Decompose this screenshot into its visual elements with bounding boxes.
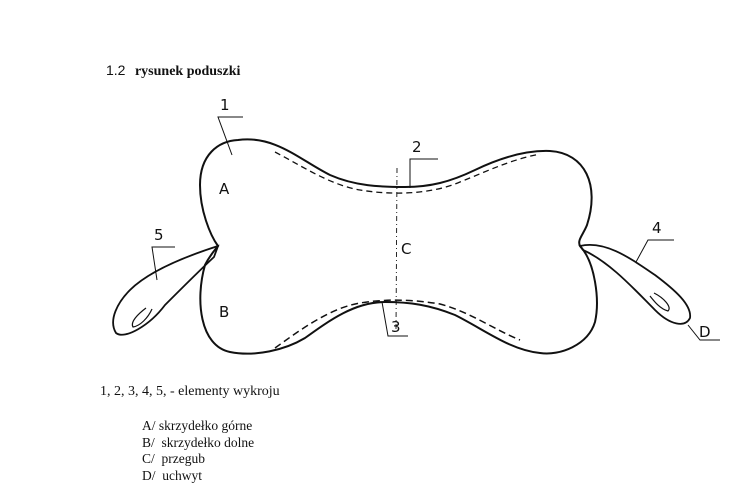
right-handle-inner bbox=[649, 292, 670, 312]
parts-legend: A/ skrzydełko górne B/ skrzydełko dolne … bbox=[142, 418, 254, 484]
callout-1-label: 1 bbox=[220, 96, 230, 114]
lower-seam-dashed bbox=[274, 299, 521, 349]
callout-4-label: 4 bbox=[652, 219, 662, 237]
callout-1-leader bbox=[217, 116, 243, 156]
callout-3-leader bbox=[381, 301, 408, 337]
center-axis bbox=[395, 167, 398, 331]
section-heading: 1.2 rysunek poduszki bbox=[106, 62, 240, 80]
callout-d-leader bbox=[687, 324, 720, 341]
legend-item-a: A/ skrzydełko górne bbox=[142, 418, 253, 433]
right-handle bbox=[578, 243, 691, 325]
callout-3-label: 3 bbox=[391, 318, 401, 336]
region-a-label: A bbox=[219, 180, 230, 198]
region-b-label: B bbox=[219, 303, 229, 321]
callout-2-label: 2 bbox=[412, 138, 422, 156]
callout-4-leader bbox=[635, 239, 674, 263]
left-handle-inner bbox=[131, 307, 153, 328]
legend-item-d: D/ uchwyt bbox=[142, 467, 202, 483]
legend-item-c: C/ przegub bbox=[142, 451, 205, 466]
callout-5-leader bbox=[151, 246, 175, 281]
left-handle bbox=[112, 244, 220, 336]
callout-5-label: 5 bbox=[154, 226, 164, 244]
section-title: rysunek poduszki bbox=[134, 64, 241, 79]
legend-item-b: B/ skrzydełko dolne bbox=[142, 434, 255, 450]
section-number: 1.2 bbox=[106, 62, 126, 78]
callout-2-leader bbox=[409, 158, 438, 188]
region-c-label: C bbox=[401, 240, 411, 258]
upper-seam-dashed bbox=[274, 151, 541, 194]
elements-legend: 1, 2, 3, 4, 5, - elementy wykroju bbox=[100, 384, 280, 399]
callout-d-label: D bbox=[699, 323, 711, 341]
pillow-outline bbox=[198, 138, 598, 355]
